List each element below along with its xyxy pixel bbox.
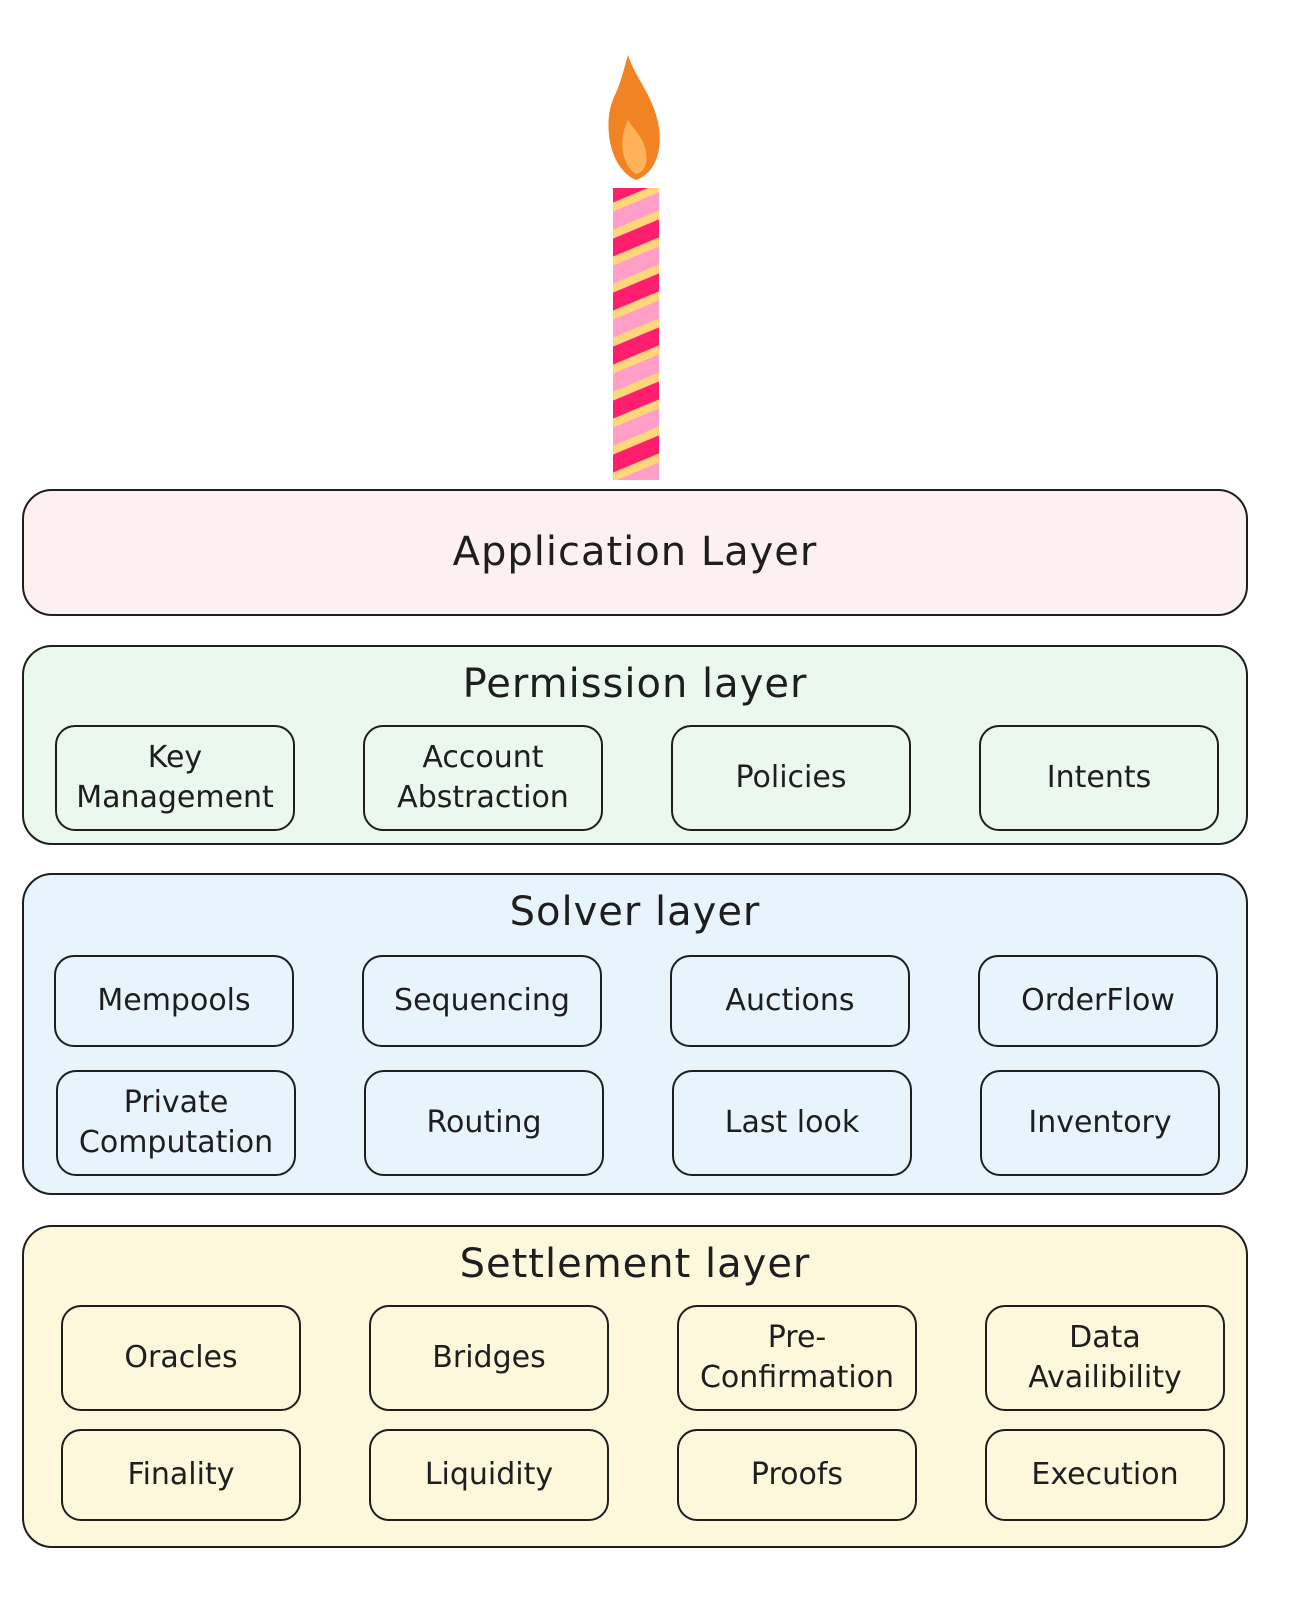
- settlement-item-label: Oracles: [124, 1339, 238, 1375]
- settlement-item: Oracles: [61, 1305, 301, 1411]
- solver-item-label: OrderFlow: [1021, 982, 1175, 1018]
- solver-item: Routing: [364, 1070, 604, 1176]
- solver-item-label: Last look: [724, 1104, 860, 1140]
- solver-item: Mempools: [54, 955, 294, 1047]
- permission-item-label: Policies: [735, 759, 847, 795]
- settlement-item: Finality: [61, 1429, 301, 1521]
- application-layer-title: Application Layer: [452, 529, 818, 575]
- settlement-item-label: Bridges: [432, 1339, 546, 1375]
- permission-item: Policies: [671, 725, 911, 831]
- settlement-item: Liquidity: [369, 1429, 609, 1521]
- permission-item-label: Key: [147, 739, 203, 775]
- settlement-item-label: Execution: [1031, 1456, 1179, 1492]
- solver-item: Last look: [672, 1070, 912, 1176]
- settlement-item: Pre- Confirmation: [677, 1305, 917, 1411]
- settlement-item: Execution: [985, 1429, 1225, 1521]
- solver-item-label: Computation: [78, 1125, 274, 1160]
- solver-item-label: Private: [123, 1084, 229, 1120]
- solver-item: OrderFlow: [978, 955, 1218, 1047]
- permission-item-label: Management: [76, 780, 274, 815]
- settlement-item-label: Availibility: [1028, 1360, 1182, 1395]
- solver-item-label: Sequencing: [394, 982, 570, 1018]
- permission-item: Intents: [979, 725, 1219, 831]
- application-layer: Application Layer: [22, 489, 1248, 616]
- settlement-item-label: Finality: [127, 1456, 235, 1492]
- settlement-layer: Settlement layer Oracles Bridges Pre- Confi…: [22, 1225, 1248, 1548]
- solver-item-label: Inventory: [1028, 1104, 1172, 1140]
- solver-item: Sequencing: [362, 955, 602, 1047]
- settlement-item-label: Proofs: [750, 1456, 844, 1492]
- solver-item: Inventory: [980, 1070, 1220, 1176]
- solver-item-label: Routing: [426, 1104, 542, 1140]
- permission-item-label: Account: [422, 739, 544, 775]
- settlement-item: Proofs: [677, 1429, 917, 1521]
- permission-item-label: Intents: [1046, 759, 1152, 795]
- solver-item: Auctions: [670, 955, 910, 1047]
- candle-icon: [608, 55, 660, 480]
- solver-item-label: Mempools: [97, 982, 251, 1018]
- settlement-item: Bridges: [369, 1305, 609, 1411]
- settlement-layer-title: Settlement layer: [459, 1241, 811, 1287]
- permission-item-label: Abstraction: [397, 780, 569, 815]
- permission-layer-title: Permission layer: [462, 661, 808, 707]
- candle-body: [613, 188, 659, 480]
- settlement-item-label: Data: [1069, 1319, 1141, 1355]
- solver-layer-title: Solver layer: [509, 889, 761, 935]
- flame-icon: [608, 55, 660, 180]
- settlement-item-label: Liquidity: [424, 1456, 554, 1492]
- solver-layer: Solver layer Mempools Sequencing Auctions O…: [22, 873, 1248, 1195]
- settlement-item-label: Confirmation: [699, 1360, 895, 1395]
- solver-item-label: Auctions: [725, 982, 855, 1018]
- settlement-item-label: Pre-: [767, 1319, 827, 1355]
